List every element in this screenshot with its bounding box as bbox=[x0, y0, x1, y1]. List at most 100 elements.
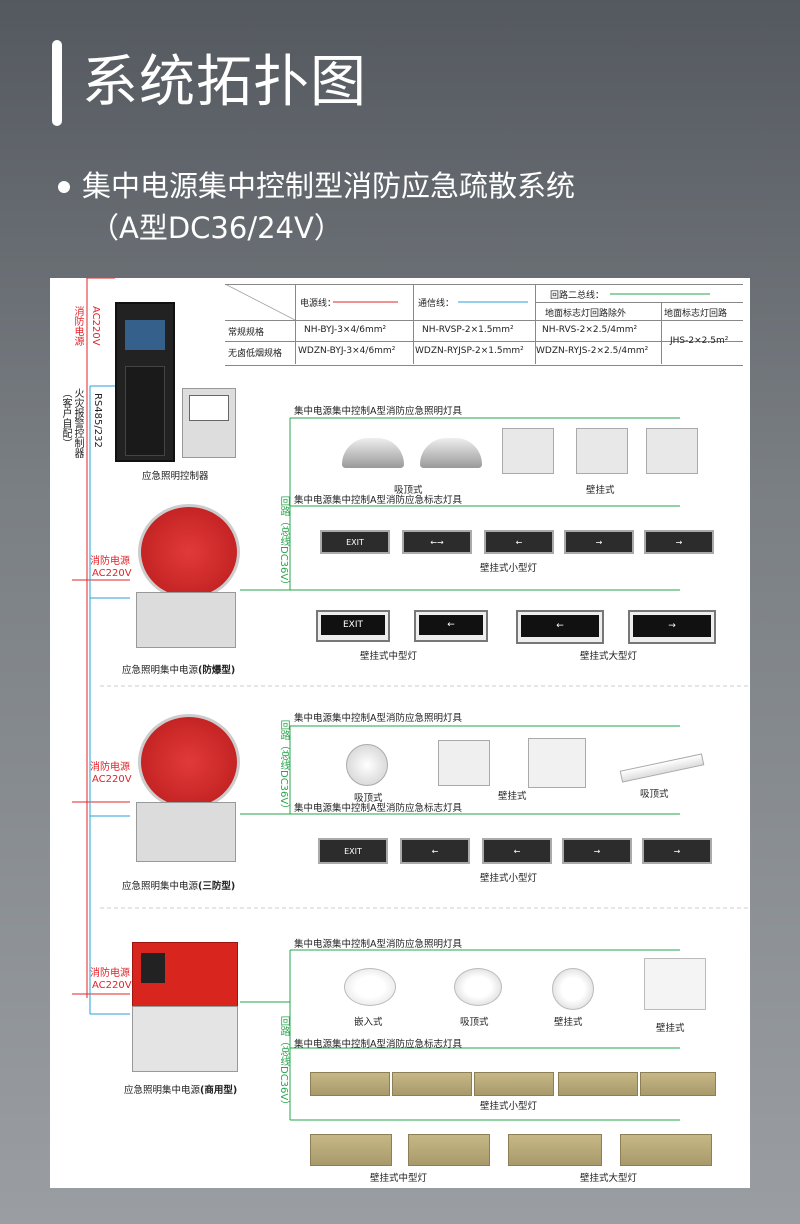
supply2-head bbox=[138, 714, 240, 810]
feed3-ac: AC220V bbox=[92, 980, 132, 991]
loop3-vlabel: 回路（总线DC36V） bbox=[278, 1016, 289, 1111]
feed3-fire: 消防电源 bbox=[90, 968, 130, 979]
brass-sign-large-icon bbox=[508, 1134, 602, 1166]
s2-cap-ceiling2: 吸顶式 bbox=[640, 789, 669, 800]
brass-sign-medium-icon bbox=[408, 1134, 490, 1166]
loop2-vlabel: 回路（总线DC36V） bbox=[278, 720, 289, 815]
legend-normal-loop: NH-RVS-2×2.5/4mm² bbox=[542, 325, 638, 335]
ac-vlabel: AC220V bbox=[90, 306, 101, 346]
s3-cap-ceiling: 吸顶式 bbox=[460, 1017, 489, 1028]
controller-cabinet bbox=[115, 302, 175, 462]
loop1-vlabel: 回路（总线DC36V） bbox=[278, 496, 289, 591]
client-own-vlabel: （客户自配） bbox=[60, 388, 71, 448]
exit-sign-medium-icon: ← bbox=[414, 610, 488, 642]
legend-lszh-power: WDZN-BYJ-3×4/6mm² bbox=[298, 346, 396, 356]
subtitle-line1: 集中电源集中控制型消防应急疏散系统 bbox=[82, 169, 576, 203]
s1-cap-ceiling: 吸顶式 bbox=[394, 485, 423, 496]
s2-cap-wall: 壁挂式 bbox=[498, 791, 527, 802]
s2-sign-title: 集中电源集中控制A型消防应急标志灯具 bbox=[294, 803, 462, 814]
recessed-lamp-icon bbox=[344, 968, 396, 1006]
brass-sign-icon bbox=[310, 1072, 390, 1096]
s3-lighting-title: 集中电源集中控制A型消防应急照明灯具 bbox=[294, 939, 462, 950]
supply3-body bbox=[132, 1006, 238, 1072]
s1-sign-title: 集中电源集中控制A型消防应急标志灯具 bbox=[294, 495, 462, 506]
s1-cap-medium: 壁挂式中型灯 bbox=[360, 651, 418, 662]
subtitle-line2: （A型DC36/24V） bbox=[90, 211, 343, 245]
legend-power-label: 电源线： bbox=[300, 299, 337, 309]
wall-lamp-icon bbox=[438, 740, 490, 786]
exit-sign-icon: EXIT bbox=[318, 838, 388, 864]
brass-sign-medium-icon bbox=[310, 1134, 392, 1166]
legend-col-excl: 地面标志灯回路除外 bbox=[545, 309, 627, 319]
fire-alarm-vlabel: 火灾报警控制器 bbox=[72, 388, 83, 458]
exit-sign-icon: → bbox=[562, 838, 632, 864]
legend-loop-label: 回路二总线： bbox=[550, 291, 605, 301]
header-bar bbox=[52, 40, 62, 126]
s1-lighting-title: 集中电源集中控制A型消防应急照明灯具 bbox=[294, 406, 462, 417]
brass-sign-large-icon bbox=[620, 1134, 712, 1166]
wall-lamp-icon bbox=[576, 428, 628, 474]
s3-cap-recessed: 嵌入式 bbox=[354, 1017, 383, 1028]
feed2-fire: 消防电源 bbox=[90, 762, 130, 773]
brass-sign-icon bbox=[474, 1072, 554, 1096]
wall-lamp-icon bbox=[502, 428, 554, 474]
brass-sign-icon bbox=[558, 1072, 638, 1096]
supply1-head bbox=[138, 504, 240, 600]
s1-cap-large: 壁挂式大型灯 bbox=[580, 651, 638, 662]
exit-sign-icon: ←→ bbox=[402, 530, 472, 554]
s3-cap-wall: 壁挂式 bbox=[554, 1017, 583, 1028]
legend-row-normal: 常规规格 bbox=[228, 328, 265, 338]
exit-sign-large-icon: → bbox=[628, 610, 716, 644]
legend-comm-label: 通信线： bbox=[418, 299, 455, 309]
s3-cap-medium: 壁挂式中型灯 bbox=[370, 1173, 428, 1184]
feed1-fire: 消防电源 bbox=[90, 556, 130, 567]
s1-cap-small: 壁挂式小型灯 bbox=[480, 563, 538, 574]
exit-sign-icon: ← bbox=[484, 530, 554, 554]
wall-lamp-icon bbox=[646, 428, 698, 474]
supply2-caption: 应急照明集中电源(三防型) bbox=[122, 881, 236, 892]
bullet-icon bbox=[58, 181, 70, 193]
legend-row-lszh: 无卤低烟规格 bbox=[228, 349, 283, 359]
wiring-svg bbox=[72, 278, 750, 1121]
legend-lszh-loop: WDZN-RYJS-2×2.5/4mm² bbox=[536, 346, 649, 356]
exit-sign-icon: → bbox=[644, 530, 714, 554]
s3-sign-title: 集中电源集中控制A型消防应急标志灯具 bbox=[294, 1039, 462, 1050]
fire-power-vlabel: 消防电源 bbox=[72, 306, 83, 346]
controller-panel bbox=[182, 388, 236, 458]
ceiling-lamp-icon bbox=[420, 438, 482, 468]
s2-lighting-title: 集中电源集中控制A型消防应急照明灯具 bbox=[294, 713, 462, 724]
legend-lszh-comm: WDZN-RYJSP-2×1.5mm² bbox=[415, 346, 524, 356]
legend-diag bbox=[225, 284, 295, 320]
rs485-vlabel: RS485/232 bbox=[92, 393, 103, 448]
supply1-caption: 应急照明集中电源(防爆型) bbox=[122, 665, 236, 676]
ceiling-lamp-icon bbox=[454, 968, 502, 1006]
feed1-ac: AC220V bbox=[92, 568, 132, 579]
ceiling-lamp-icon bbox=[346, 744, 388, 786]
exit-sign-medium-icon: EXIT bbox=[316, 610, 390, 642]
legend-normal-comm: NH-RVSP-2×1.5mm² bbox=[422, 325, 514, 335]
s2-cap-ceiling: 吸顶式 bbox=[354, 793, 383, 804]
s1-cap-wall: 壁挂式 bbox=[586, 485, 615, 496]
topology-panel: 电源线： 通信线： 回路二总线： 地面标志灯回路除外 地面标志灯回路 常规规格 … bbox=[50, 278, 750, 1188]
s2-cap-small: 壁挂式小型灯 bbox=[480, 873, 538, 884]
exit-sign-icon: → bbox=[564, 530, 634, 554]
exit-sign-icon: ← bbox=[482, 838, 552, 864]
exit-sign-icon: EXIT bbox=[320, 530, 390, 554]
legend-col-ground: 地面标志灯回路 bbox=[664, 309, 728, 319]
twin-head-lamp-icon bbox=[644, 958, 706, 1010]
s3-cap-small: 壁挂式小型灯 bbox=[480, 1101, 538, 1112]
brass-sign-icon bbox=[392, 1072, 472, 1096]
page-title: 系统拓扑图 bbox=[82, 50, 367, 115]
legend-table bbox=[225, 284, 743, 366]
supply3-top bbox=[132, 942, 238, 1008]
wall-lamp-icon bbox=[552, 968, 594, 1010]
exit-sign-icon: ← bbox=[400, 838, 470, 864]
brass-sign-icon bbox=[640, 1072, 716, 1096]
supply3-caption: 应急照明集中电源(商用型) bbox=[124, 1085, 238, 1096]
exit-sign-icon: → bbox=[642, 838, 712, 864]
ceiling-lamp-icon bbox=[342, 438, 404, 468]
s3-cap-wall2: 壁挂式 bbox=[656, 1023, 685, 1034]
wall-lamp-icon bbox=[528, 738, 586, 788]
legend-ground-loop: JHS-2×2.5m² bbox=[670, 336, 729, 346]
controller-caption: 应急照明控制器 bbox=[142, 471, 209, 482]
